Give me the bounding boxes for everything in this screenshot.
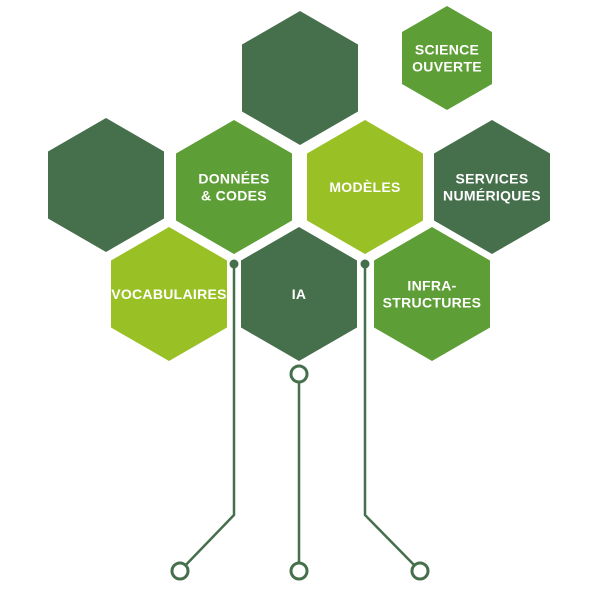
hexagon-label-line: DONNÉES [198, 171, 269, 187]
connector-dot-right [360, 259, 370, 269]
hexagon-label-line: VOCABULAIRES [111, 286, 227, 302]
hexagon-modeles: MODÈLES [307, 120, 423, 254]
connector-ring-bottom-center [289, 561, 309, 581]
hexagon-shape [111, 227, 227, 361]
hexagon-shape [176, 120, 292, 254]
hexagon-shape [374, 227, 490, 361]
hexagon-label-line: & CODES [201, 188, 267, 204]
hexagon-label-line: SCIENCE [415, 42, 479, 58]
hexagon-infrastructures: INFRA-STRUCTURES [374, 227, 490, 361]
connector-line-left [179, 264, 236, 572]
hexagon-shape [242, 11, 358, 145]
hexagon-ia: IA [241, 227, 357, 361]
hexagon-shape [241, 227, 357, 361]
hexagon-shape [48, 118, 164, 252]
hexagon-shape [402, 6, 492, 110]
connector-nodes [170, 259, 430, 581]
hexagon-label-line: INFRA- [407, 278, 456, 294]
hexagon-shape [434, 120, 550, 254]
connector-ring-bottom-right [410, 561, 430, 581]
connector-dot-left [229, 259, 239, 269]
hexagon-label-line: NUMÉRIQUES [443, 188, 541, 204]
hexagon-vocabulaires: VOCABULAIRES [111, 227, 227, 361]
hexagon-left-blank [48, 118, 164, 252]
hexagon-label-line: IA [292, 286, 307, 302]
connector-ring-top-center [289, 364, 309, 384]
hexagon-shape [307, 120, 423, 254]
connector-ring-bottom-left [170, 561, 190, 581]
hexagon-label-line: STRUCTURES [383, 295, 482, 311]
connector-line-right [363, 264, 421, 572]
hexagon-label-line: OUVERTE [412, 59, 482, 75]
hexagon-label-line: MODÈLES [329, 179, 400, 195]
connector-lines [179, 264, 421, 572]
hexagon-label-line: SERVICES [456, 171, 529, 187]
hexagon-top-blank [242, 11, 358, 145]
hexagon-donnees-codes: DONNÉES& CODES [176, 120, 292, 254]
